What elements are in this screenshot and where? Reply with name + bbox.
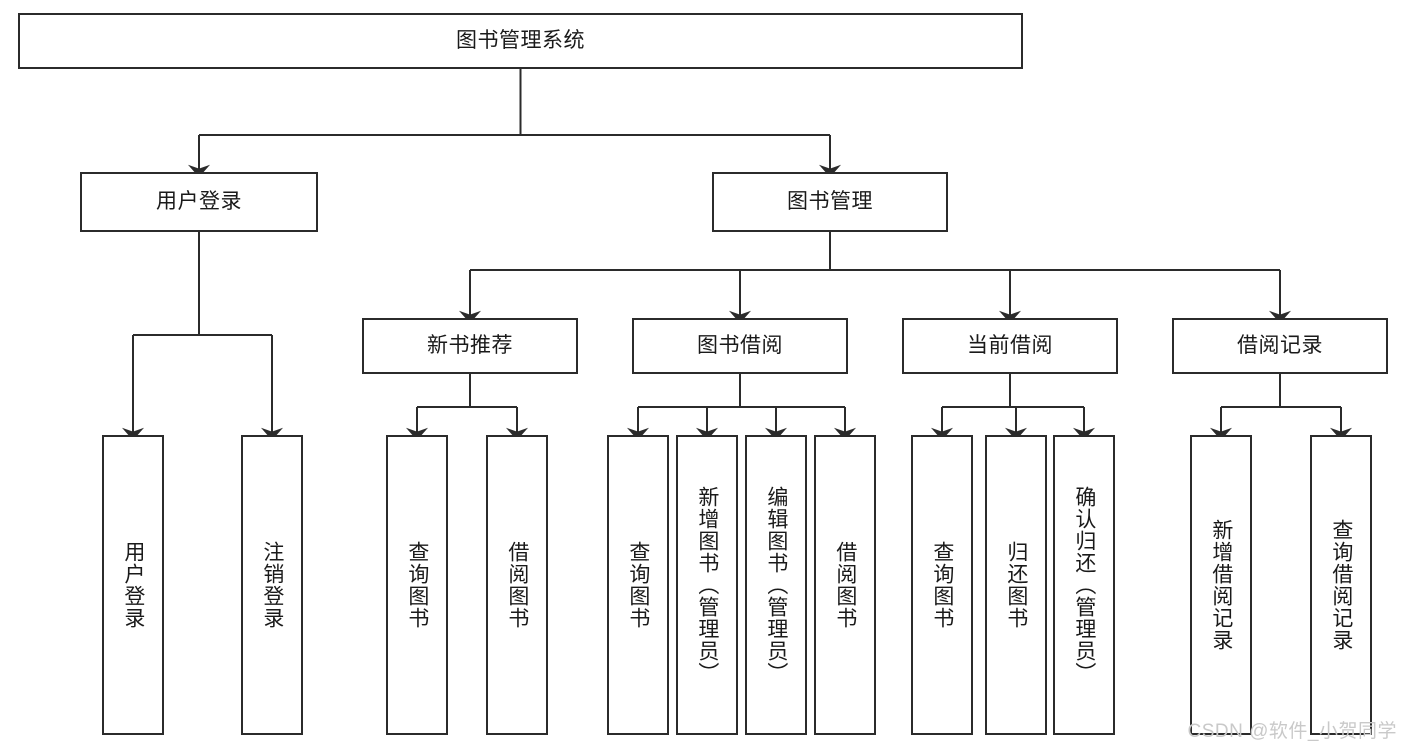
watermark-text: CSDN @软件_小贺同学 — [1187, 721, 1397, 742]
node-n-new-book-rec[interactable]: 新书推荐 — [362, 318, 578, 374]
node-label: 用户登录 — [121, 541, 145, 629]
node-l-borrow-lend-book[interactable]: 借阅图书 — [814, 435, 876, 735]
node-label: 图书管理 — [787, 190, 873, 214]
node-l-cur-return-book[interactable]: 归还图书 — [985, 435, 1047, 735]
node-label: 注销登录 — [260, 541, 284, 629]
node-label: 查询图书 — [930, 541, 954, 629]
node-label: 新书推荐 — [427, 334, 513, 358]
node-n-current-borrow[interactable]: 当前借阅 — [902, 318, 1118, 374]
node-l-rec-query-record[interactable]: 查询借阅记录 — [1310, 435, 1372, 735]
node-l-rec-query-book[interactable]: 查询图书 — [386, 435, 448, 735]
node-label: 归还图书 — [1004, 541, 1028, 629]
node-l-rec-borrow-book[interactable]: 借阅图书 — [486, 435, 548, 735]
node-n-borrow-record[interactable]: 借阅记录 — [1172, 318, 1388, 374]
node-label: 借阅记录 — [1237, 334, 1323, 358]
node-l-borrow-query-book[interactable]: 查询图书 — [607, 435, 669, 735]
node-l-user-login[interactable]: 用户登录 — [102, 435, 164, 735]
node-l-cur-query-book[interactable]: 查询图书 — [911, 435, 973, 735]
node-label: 图书借阅 — [697, 334, 783, 358]
node-label: 借阅图书 — [833, 541, 857, 629]
node-label: 查询图书 — [626, 541, 650, 629]
node-label: 借阅图书 — [505, 541, 529, 629]
node-label: 当前借阅 — [967, 334, 1053, 358]
node-label: 新增借阅记录 — [1209, 519, 1233, 651]
node-label: 查询图书 — [405, 541, 429, 629]
node-l-cur-confirm-return[interactable]: 确认归还（管理员） — [1053, 435, 1115, 735]
node-label: 确认归还（管理员） — [1072, 486, 1096, 684]
node-l-borrow-edit-book[interactable]: 编辑图书（管理员） — [745, 435, 807, 735]
node-label: 图书管理系统 — [456, 29, 585, 53]
node-label: 新增图书（管理员） — [695, 486, 719, 684]
node-n-user-login[interactable]: 用户登录 — [80, 172, 318, 232]
edge-group — [121, 69, 1353, 441]
node-root[interactable]: 图书管理系统 — [18, 13, 1023, 69]
node-l-borrow-add-book[interactable]: 新增图书（管理员） — [676, 435, 738, 735]
node-label: 用户登录 — [156, 190, 242, 214]
node-label: 编辑图书（管理员） — [764, 486, 788, 684]
node-n-book-borrow[interactable]: 图书借阅 — [632, 318, 848, 374]
node-l-user-logout[interactable]: 注销登录 — [241, 435, 303, 735]
node-label: 查询借阅记录 — [1329, 519, 1353, 651]
node-n-book-manage[interactable]: 图书管理 — [712, 172, 948, 232]
node-l-rec-add-record[interactable]: 新增借阅记录 — [1190, 435, 1252, 735]
